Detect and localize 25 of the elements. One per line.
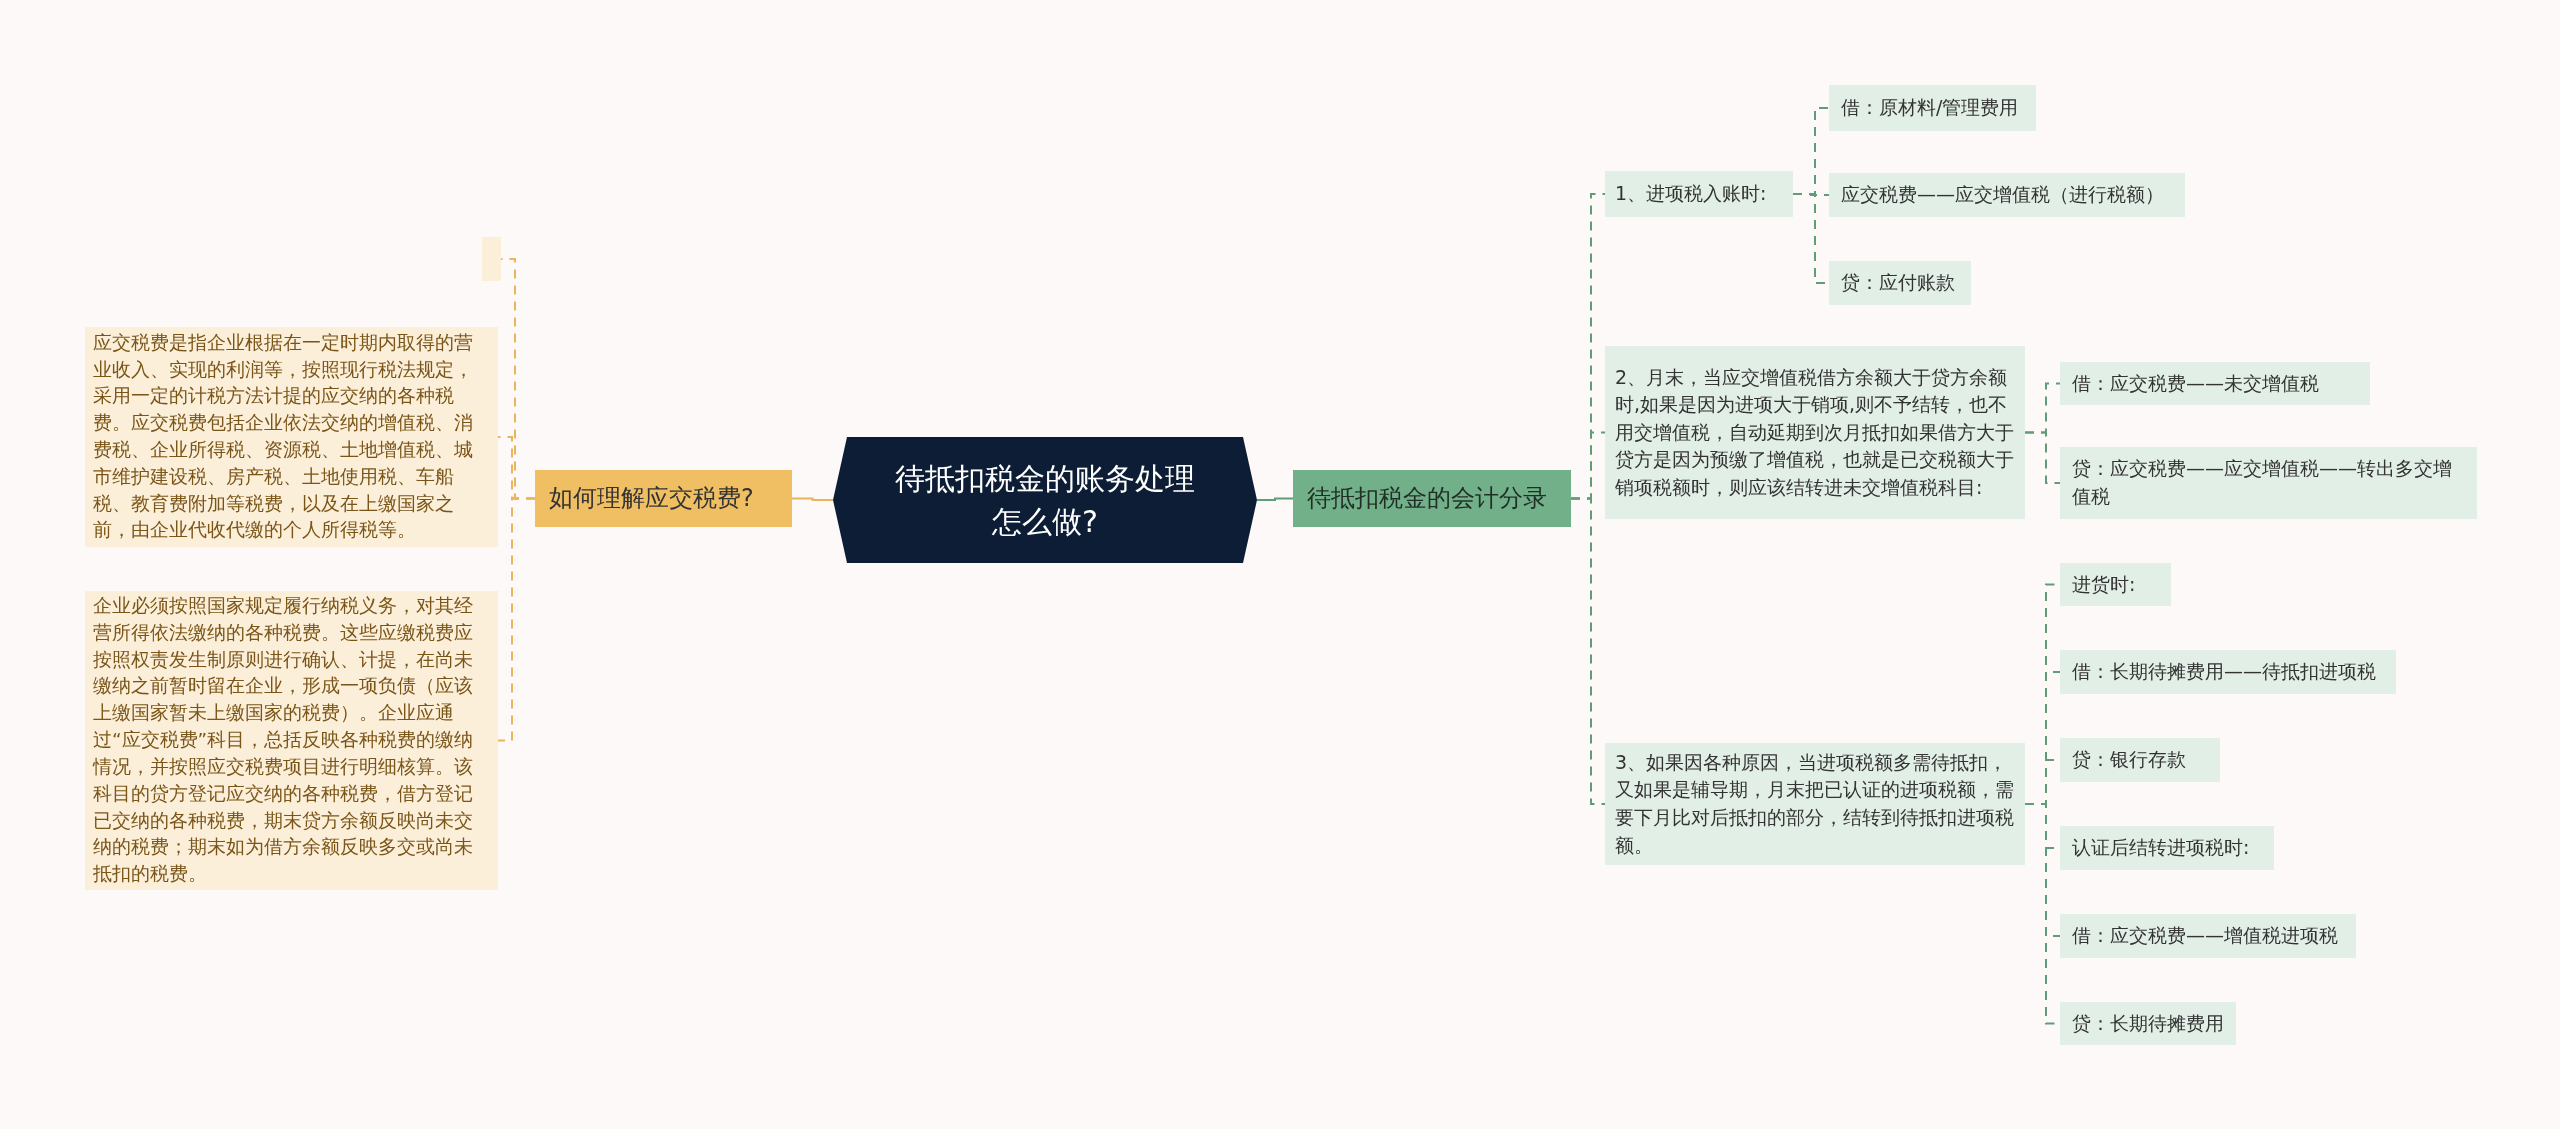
connector [1256,497,1294,501]
entry-box: 认证后结转进项税时: [2060,826,2274,870]
topic-box: 如何理解应交税费? [535,470,792,527]
text-box: 应交税费是指企业根据在一定时期内取得的营业收入、实现的利润等，按照现行税法规定，采用一定的计税方法计提的应交纳的各种税费。应交税费包括企业依法交纳的增值税、消费税、企业所得税、资源税、土地增值税、城市维护建设税、房产税、土地使用税、车船税、教育费附加等税费，以及在上缴国家之前，由企业代收代缴的个人所得税等。 [85,327,498,547]
title-hexagon: 待抵扣税金的账务处理怎么做? [833,437,1257,563]
entry-box: 贷：应交税费——应交增值税——转出多交增值税 [2060,447,2477,519]
empty-box [482,237,501,281]
branch-box: 1、进项税入账时: [1605,171,1793,217]
entry-box: 借：原材料/管理费用 [1829,85,2036,131]
text-box: 企业必须按照国家规定履行纳税义务，对其经营所得依法缴纳的各种税费。这些应缴税费应按照权责发生制原则进行确认、计提，在尚未缴纳之前暂时留在企业，形成一项负债（应该上缴国家暂未上缴国家的税费）。企业应通过“应交税费”科目，总括反映各种税费的缴纳情况，并按照应交税费项目进行明细核算。该科目的贷方登记应交纳的各种税费，借方登记已交纳的各种税费，期末贷方余额反映尚未交纳的税费；期末如为借方余额反映多交或尚未抵扣的税费。 [85,591,498,890]
entry-box: 贷：应付账款 [1829,261,1971,305]
entry-box: 进货时: [2060,563,2171,606]
connector [1570,497,1606,805]
entry-box: 借：应交税费——增值税进项税 [2060,914,2356,958]
connector [2024,431,2061,484]
entry-box: 借：应交税费——未交增值税 [2060,362,2370,405]
topic-box: 待抵扣税金的会计分录 [1293,470,1571,527]
entry-box: 应交税费——应交增值税（进行税额） [1829,173,2185,217]
connector [497,497,536,742]
connector [791,497,834,501]
entry-box: 借：长期待摊费用——待抵扣进项税 [2060,650,2396,694]
branch-box: 2、月末，当应交增值税借方余额大于贷方余额时,如果是因为进项大于销项,则不予结转，也不用交增值税，自动延期到次月抵扣如果借方大于贷方是因为预缴了增值税，也就是已交税额大于销项税额时，则应该结转进未交增值税科目: [1605,346,2025,519]
branch-box: 3、如果因各种原因，当进项税额多需待抵扣，又如果是辅导期，月末把已认证的进项税额，需要下月比对后抵扣的部分，结转到待抵扣进项税额。 [1605,743,2025,865]
entry-box: 贷：银行存款 [2060,738,2220,782]
entry-box: 贷：长期待摊费用 [2060,1002,2236,1045]
